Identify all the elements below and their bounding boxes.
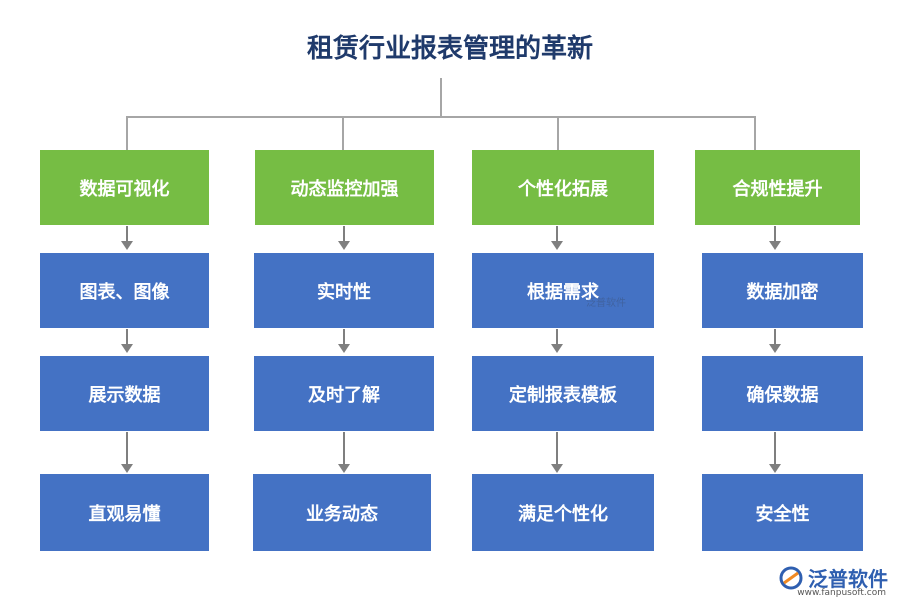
branch-connector-4 [754,116,756,150]
arrow-down-icon [551,344,563,353]
arrow-down-icon [338,464,350,473]
logo-icon [779,566,803,589]
arrow-down-icon [338,241,350,250]
header-box-personalization: 个性化拓展 [472,150,654,225]
branch-connector-3 [557,116,559,150]
item-box: 业务动态 [253,474,431,551]
brand-logo: 泛普软件 [778,563,888,592]
root-connector [440,78,442,116]
arrow-down-icon [769,241,781,250]
arrow-line [774,329,776,344]
item-box: 图表、图像 [40,253,209,328]
arrow-line [126,329,128,344]
arrow-down-icon [769,344,781,353]
arrow-line [343,226,345,241]
arrow-down-icon [769,464,781,473]
arrow-down-icon [121,344,133,353]
branch-connector-1 [126,116,128,150]
item-box: 满足个性化 [472,474,654,551]
item-box: 数据加密 [702,253,863,328]
arrow-line [774,432,776,464]
item-box: 实时性 [254,253,434,328]
watermark: 泛普软件 [586,294,626,309]
arrow-down-icon [551,464,563,473]
logo-text: 泛普软件 [808,567,888,591]
arrow-line [343,432,345,464]
item-box: 确保数据 [702,356,863,431]
arrow-down-icon [121,464,133,473]
logo-url: www.fanpusoft.com [797,588,886,598]
item-box: 直观易懂 [40,474,209,551]
arrow-line [556,329,558,344]
horizontal-connector [126,116,756,118]
arrow-line [343,329,345,344]
item-box: 展示数据 [40,356,209,431]
arrow-down-icon [338,344,350,353]
arrow-line [126,432,128,464]
arrow-line [126,226,128,241]
header-box-data-visualization: 数据可视化 [40,150,209,225]
arrow-line [556,226,558,241]
diagram-title: 租赁行业报表管理的革新 [306,34,593,64]
item-box: 及时了解 [254,356,434,431]
header-box-dynamic-monitoring: 动态监控加强 [255,150,434,225]
watermark-text: 泛普软件 [586,298,626,309]
branch-connector-2 [342,116,344,150]
arrow-down-icon [551,241,563,250]
item-box: 安全性 [702,474,863,551]
item-box: 定制报表模板 [472,356,654,431]
item-box: 根据需求 [472,253,654,328]
arrow-down-icon [121,241,133,250]
header-box-compliance: 合规性提升 [695,150,860,225]
arrow-line [774,226,776,241]
arrow-line [556,432,558,464]
